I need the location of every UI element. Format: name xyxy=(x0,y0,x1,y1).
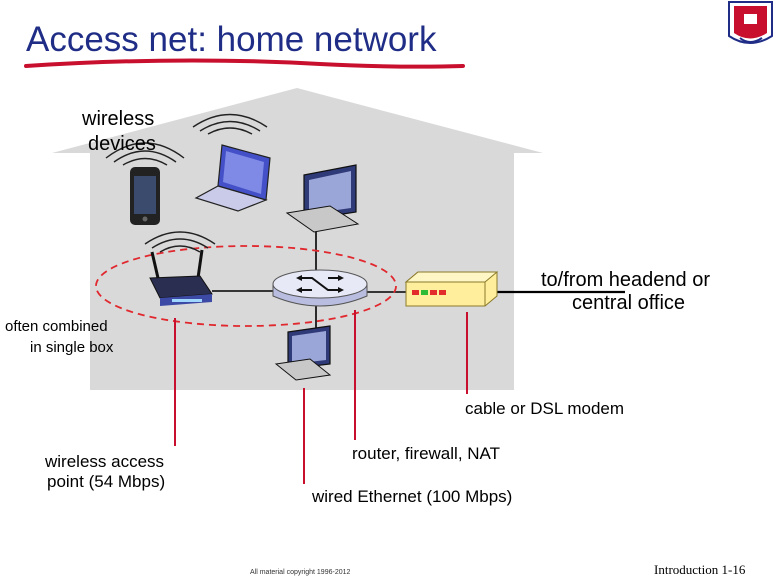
laptop-icon xyxy=(194,144,271,212)
house-shape xyxy=(52,88,543,390)
university-logo-icon xyxy=(726,0,775,50)
slide-number-footer: Introduction 1-16 xyxy=(654,562,746,577)
label-access-point-speed: point (54 Mbps) xyxy=(47,472,166,491)
label-central-office: central office xyxy=(572,292,686,314)
smartphone-icon xyxy=(130,167,160,225)
slide-title: Access net: home network xyxy=(26,20,437,59)
router-switch-icon xyxy=(272,269,368,307)
title-underline xyxy=(24,58,465,69)
desktop-computer-icon xyxy=(285,164,360,233)
wireless-router-icon xyxy=(149,249,213,306)
desktop-computer-icon xyxy=(274,325,332,381)
combined-box-ellipse xyxy=(95,245,397,327)
label-often-combined: often combined xyxy=(5,318,108,335)
label-wired-ethernet: wired Ethernet (100 Mbps) xyxy=(312,487,513,506)
label-router: router, firewall, NAT xyxy=(352,444,501,463)
label-modem: cable or DSL modem xyxy=(465,399,625,418)
label-devices: devices xyxy=(88,133,156,155)
cable-modem-icon xyxy=(404,271,499,307)
network-links xyxy=(212,226,625,330)
wifi-signal-icon xyxy=(144,231,216,253)
callout-lines xyxy=(174,310,468,484)
wifi-signal-icon xyxy=(192,113,268,135)
copyright-footer: All material copyright 1996-2012 xyxy=(250,569,351,576)
label-single-box: in single box xyxy=(30,339,114,356)
label-wireless: wireless xyxy=(82,108,155,130)
wifi-signal-icon xyxy=(105,142,185,166)
label-headend: to/from headend or xyxy=(541,269,710,291)
label-wireless-access: wireless access xyxy=(45,452,165,471)
